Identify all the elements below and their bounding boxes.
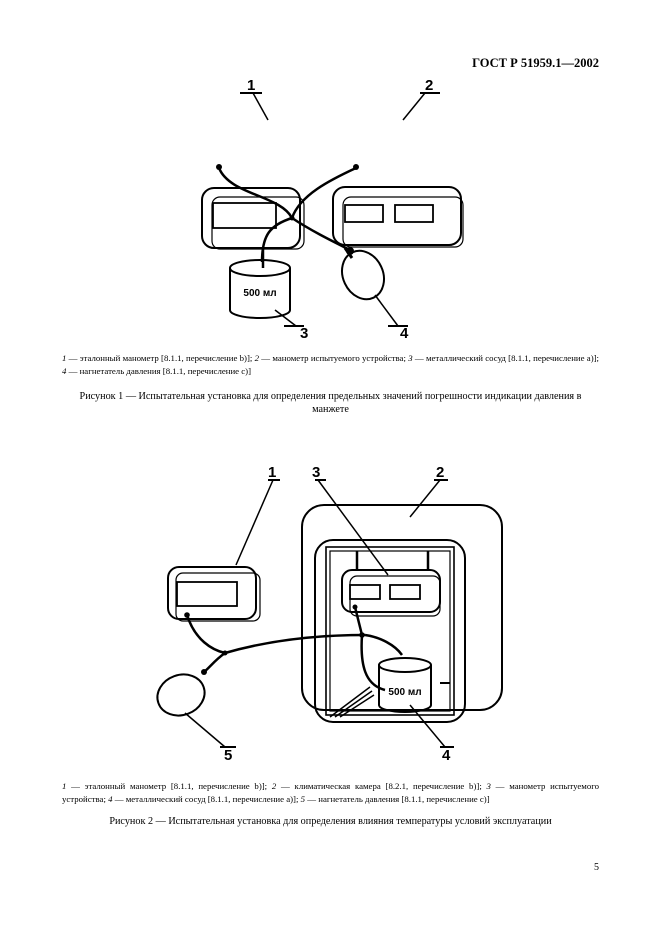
device-manometer-2 — [332, 186, 462, 246]
fig2-label-2: 2 — [436, 464, 444, 481]
page-number: 5 — [594, 862, 599, 873]
reference-manometer-1 — [201, 187, 301, 249]
fig1-vessel-label: 500 мл — [243, 288, 276, 299]
figure-1-legend: 1 — эталонный манометр [8.1.1, перечисле… — [62, 353, 599, 376]
reference-manometer-1 — [167, 566, 257, 620]
fig2-vessel-label: 500 мл — [388, 687, 421, 698]
figure-1-caption: Рисунок 1 — Испытательная установка для … — [79, 391, 582, 415]
figure-2-legend: 1 — эталонный манометр [8.1.1, перечисле… — [62, 781, 600, 804]
climate-chamber-2 — [301, 504, 503, 711]
figure-1-diagram: 1 2 3 4 500 мл — [0, 70, 661, 345]
fig2-label-4: 4 — [442, 747, 451, 764]
fig2-label-5: 5 — [224, 747, 232, 764]
figure-2-caption: Рисунок 2 — Испытательная установка для … — [109, 816, 552, 827]
fig2-label-3: 3 — [312, 464, 320, 481]
document-header: ГОСТ Р 51959.1—2002 — [472, 56, 599, 70]
fig1-label-3: 3 — [300, 325, 308, 342]
fig1-label-1: 1 — [247, 77, 255, 94]
fig2-label-1: 1 — [268, 464, 276, 481]
figure-2-diagram: 1 2 3 4 5 500 мл — [0, 455, 661, 775]
fig1-label-2: 2 — [425, 77, 433, 94]
reference-manometer-display — [212, 202, 277, 229]
fig1-label-4: 4 — [400, 325, 409, 342]
